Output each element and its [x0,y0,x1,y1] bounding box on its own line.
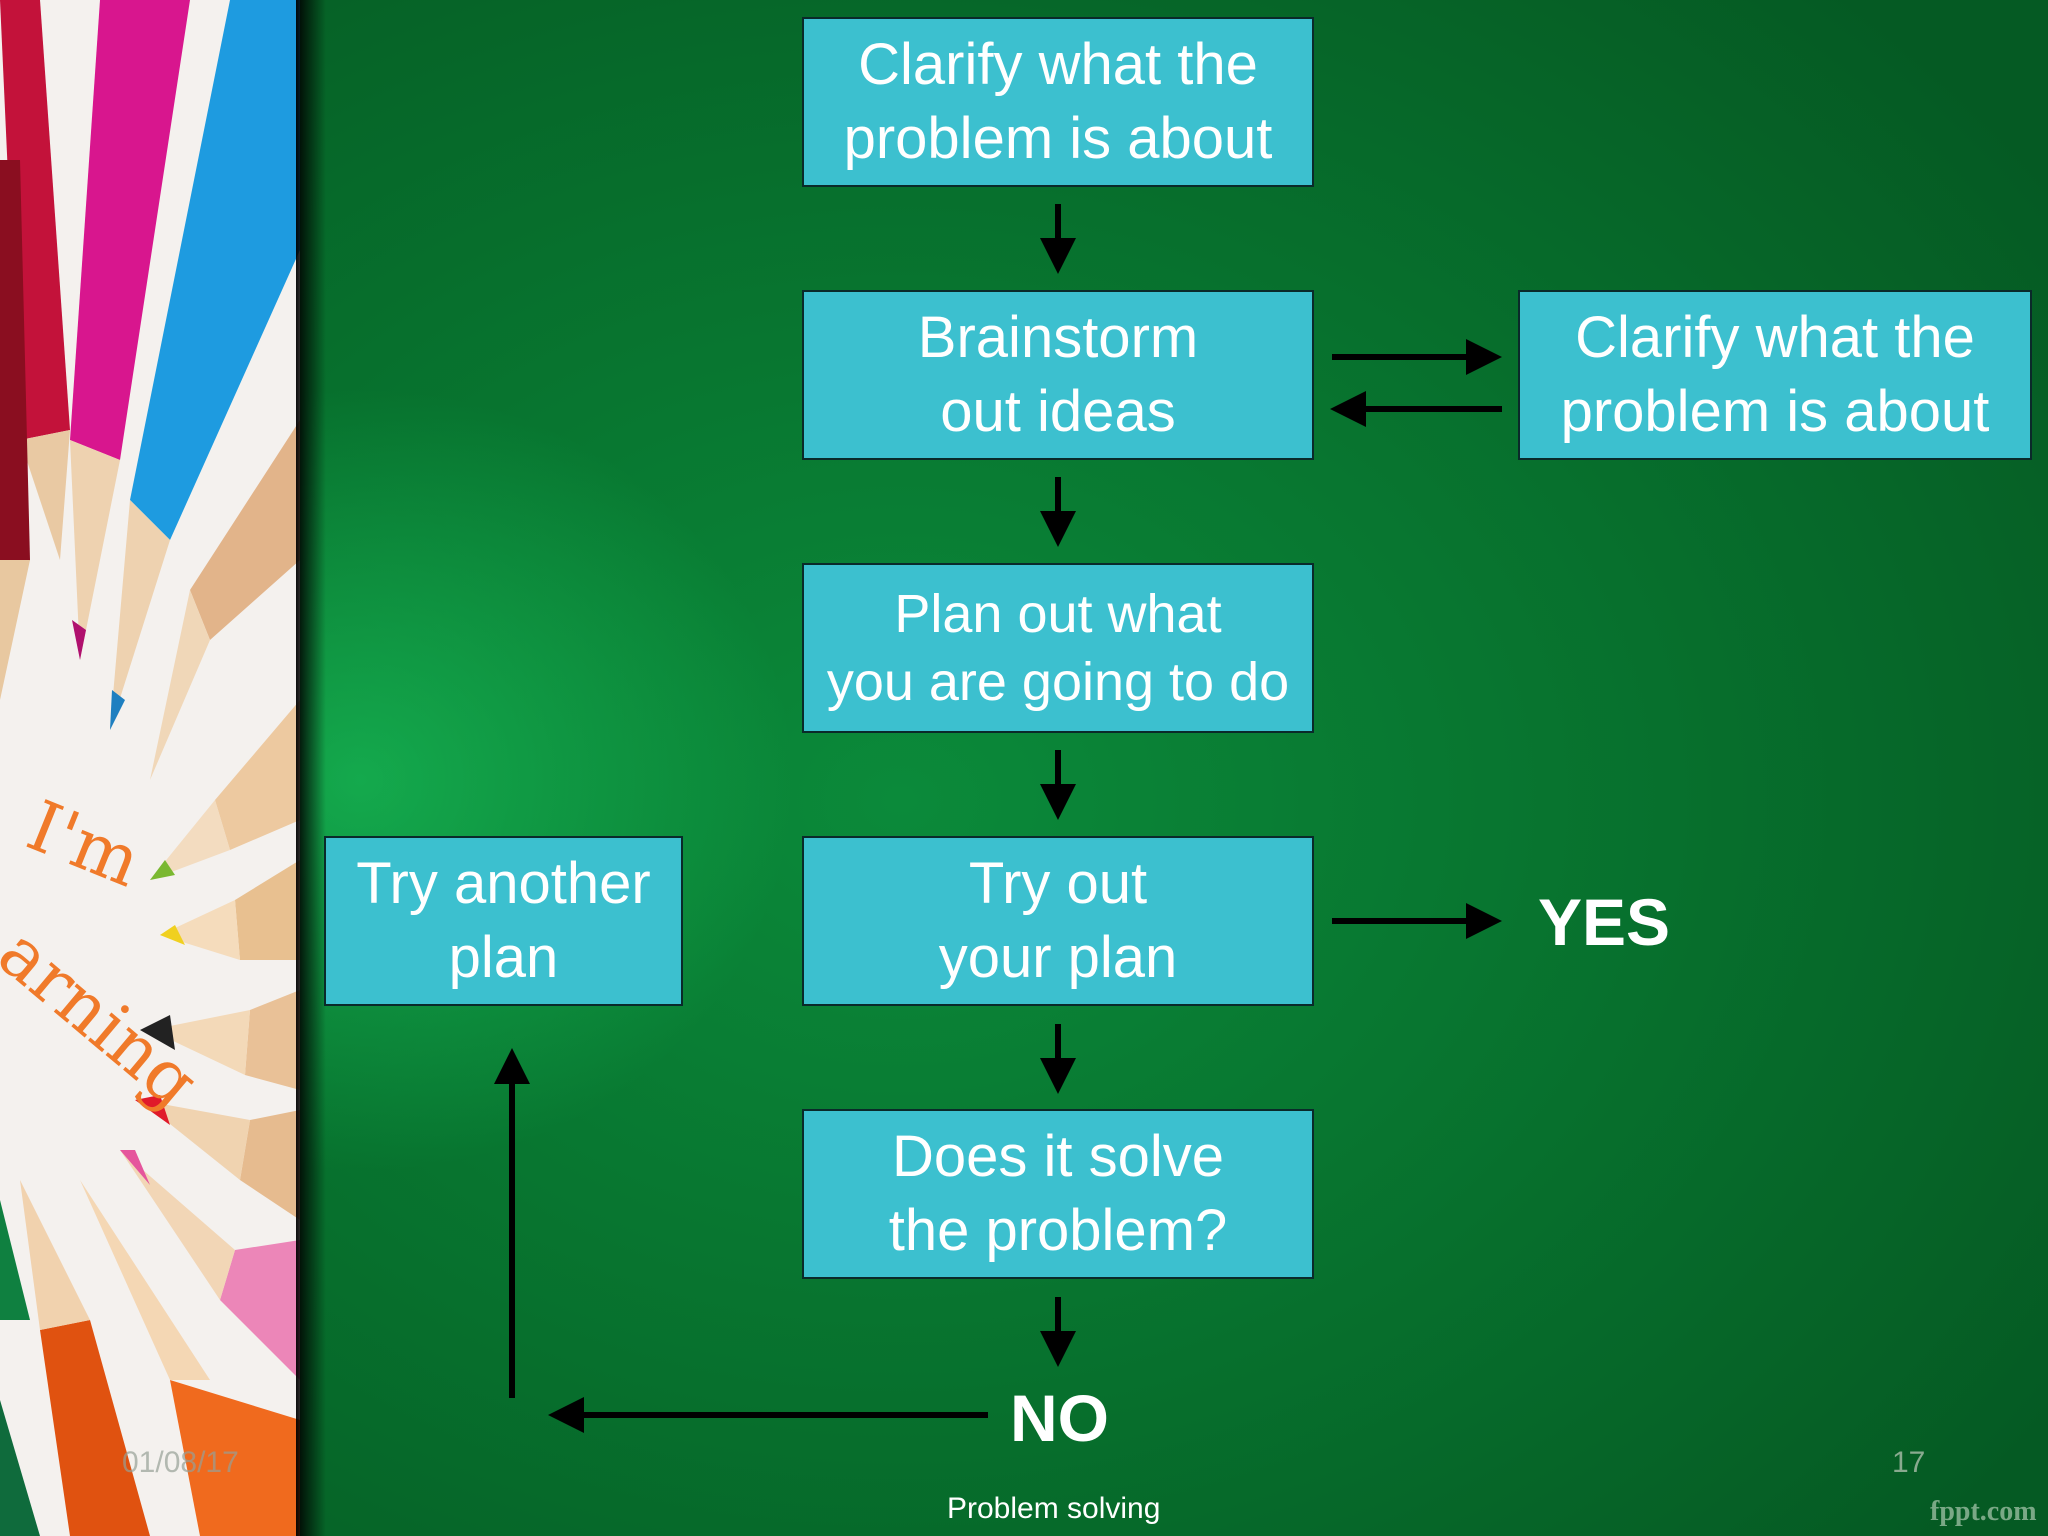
footer-date: 01/08/17 [122,1446,239,1479]
yes-label: YES [1538,885,1671,959]
box-plan: Plan out what you are going to do [802,563,1314,733]
box-try-another: Try another plan [324,836,683,1006]
footer-title: Problem solving [947,1492,1161,1525]
footer-page-number: 17 [1892,1446,1926,1479]
box-brainstorm: Brainstorm out ideas [802,290,1314,460]
box-solve: Does it solve the problem? [802,1109,1314,1279]
footer-watermark: fppt.com [1930,1496,2037,1527]
no-label: NO [1010,1381,1109,1455]
panel-shadow [296,0,326,1536]
pencils-image: I'm arning [0,0,300,1536]
box-clarify-right: Clarify what the problem is about [1518,290,2032,460]
box-clarify-top: Clarify what the problem is about [802,17,1314,187]
box-try-plan: Try out your plan [802,836,1314,1006]
